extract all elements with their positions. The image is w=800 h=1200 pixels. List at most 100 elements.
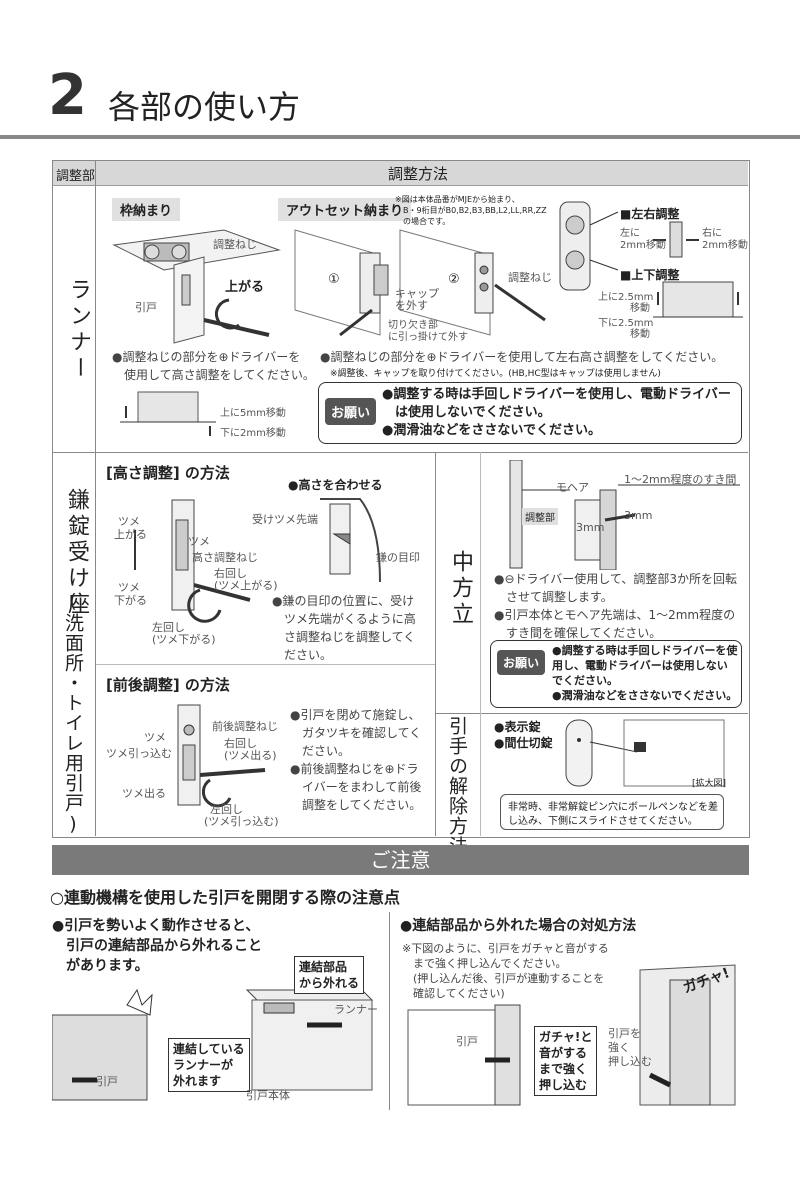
- lbl-door-caution: 引戸: [96, 1075, 118, 1088]
- release-inst-1: 非常時、非常解錠ピン穴にボールペンなどを差: [508, 802, 718, 813]
- box-linked: 連結している ランナーが 外れます: [168, 1038, 250, 1092]
- post-onegai-4: ●潤滑油などをささないでください。: [552, 689, 738, 702]
- lbl-right-2: 2mm移動: [702, 240, 748, 251]
- box-linked-3: 外れます: [173, 1074, 222, 1088]
- lbl-push-3: 押し込む: [608, 1055, 652, 1068]
- lbl-door2: 引戸: [456, 1035, 478, 1048]
- fb-inst-6: 調整をしてください。: [302, 798, 422, 812]
- lbl-down25-2: 移動: [630, 329, 650, 340]
- fb-inst-4: ●前後調整ねじを⊕ドラ: [290, 762, 419, 776]
- lbl-right-1: 右に: [702, 228, 722, 239]
- left-head-3: があります。: [52, 958, 149, 974]
- height-inst-2: ツメ先端がくるように高: [284, 612, 416, 626]
- inst-frame-2: 使用して高さ調整をしてください。: [124, 368, 315, 382]
- caution-bar: ご注意: [52, 845, 749, 875]
- frame-runner-illustration: [112, 229, 281, 344]
- box-push-2: 音がする: [539, 1046, 588, 1060]
- lbl-up: 上がる: [225, 280, 265, 295]
- box-detached-1: 連結部品: [299, 960, 348, 974]
- lbl-left-in-1: 左回し: [210, 803, 243, 816]
- post-onegai-3: でください。: [552, 674, 618, 687]
- circle-2: ②: [448, 272, 460, 287]
- lbl-right-rot-1: 右回し: [214, 567, 247, 580]
- right-head: ●連結部品から外れた場合の対処方法: [400, 918, 637, 934]
- runner-note-2: B・9桁目がB0,B2,B3,BB,L2,LL,RR,ZZ: [403, 206, 547, 215]
- col-divider-3: [480, 452, 481, 836]
- runner-onegai-tag: お願い: [325, 398, 377, 425]
- caution-heading: ○連動機構を使用した引戸を開閉する際の注意点: [50, 888, 400, 907]
- lbl-notch-2: に引っ掛けて外す: [388, 332, 468, 343]
- post-inst-1: ●⊖ドライバー使用して、調整部3か所を回転: [494, 572, 737, 586]
- lbl-down2: 下に2mm移動: [220, 428, 286, 439]
- release-illustration: [565, 719, 725, 787]
- header-rule: [0, 135, 800, 139]
- box-push: ガチャ!と 音がする まで強く 押し込む: [534, 1026, 598, 1096]
- strike-label-main: 鎌錠受け座: [64, 488, 89, 618]
- col-divider-2: [435, 452, 436, 836]
- strike-match-illustration: [320, 498, 381, 583]
- post-inst-4: すき間を確保してください。: [506, 626, 662, 640]
- lbl-up25-1: 上に2.5mm: [598, 292, 654, 303]
- lbl-3mm-b: 3mm: [576, 521, 605, 534]
- right-note-2: まで強く押し込んでください。: [402, 957, 567, 970]
- height-title: [高さ調整] の方法: [106, 464, 230, 482]
- lbl-push-1: 引戸を: [608, 1027, 641, 1040]
- runner-onegai-2: は使用しないでください。: [382, 405, 551, 420]
- runner-note-1: ※図は本体品番がMJEから始まり、: [395, 195, 520, 204]
- runner-onegai-1: ●調整する時は手回しドライバーを使用し、電動ドライバー: [382, 387, 731, 402]
- left-head-2: 引戸の連結部品から外れること: [52, 938, 262, 954]
- lbl-part: 調整部: [522, 508, 558, 525]
- post-onegai-tag: お願い: [497, 650, 546, 675]
- lbl-tsume-up-1: ツメ: [118, 515, 140, 528]
- lbl-3mm-a: 3mm: [624, 509, 653, 522]
- inst-frame-1: ●調整ねじの部分を⊕ドライバーを: [112, 350, 301, 364]
- lbl-tsume-in: ツメ引っ込む: [106, 747, 172, 760]
- lbl-gap: 1〜2mm程度のすき間: [624, 473, 737, 486]
- release-inst-box: [500, 794, 724, 830]
- outset-runner-illustration: [294, 229, 546, 337]
- left-head-1: ●引戸を勢いよく動作させると、: [52, 918, 260, 934]
- circle-1: ①: [328, 272, 340, 287]
- box-push-3: まで強く: [539, 1062, 588, 1076]
- lbl-tsume: ツメ: [188, 535, 210, 548]
- right-note-4: 確認してください): [402, 987, 505, 1000]
- lbl-adjust-screw-2: 調整ねじ: [508, 271, 552, 284]
- fb-inst-5: イバーをまわして前後: [302, 780, 422, 794]
- tag-frame: 枠納まり: [112, 198, 181, 221]
- lbl-lock1: ●表示錠: [494, 720, 541, 734]
- lbl-zoom: [拡大図]: [692, 779, 727, 789]
- right-note-3: (押し込んだ後、引戸が連動することを: [402, 972, 605, 985]
- lbl-right-out-2: (ツメ出る): [224, 749, 277, 762]
- lbl-adjust-screw: 調整ねじ: [213, 238, 257, 251]
- post-illustration: [509, 460, 740, 570]
- lbl-tip: 受けツメ先端: [252, 513, 318, 526]
- chapter-number: 2: [48, 63, 87, 128]
- runner-onegai-box: [318, 382, 742, 444]
- row-divider-2: [96, 664, 435, 665]
- col-method-header: 調整方法: [388, 165, 449, 183]
- lr-adjust: ■左右調整: [620, 207, 680, 221]
- lbl-cap-remove-1: キャップ: [395, 287, 439, 300]
- lbl-mohea: モヘア: [556, 481, 589, 494]
- lbl-left-rot-2: (ツメ下がる): [152, 633, 216, 646]
- lbl-tsume-down-1: ツメ: [118, 581, 140, 594]
- lbl-up5: 上に5mm移動: [220, 408, 286, 419]
- box-linked-2: ランナーが: [173, 1058, 234, 1072]
- caution-divider: [389, 912, 390, 1110]
- lbl-left-1: 左に: [620, 228, 640, 239]
- post-onegai-2: 用し、電動ドライバーは使用しない: [552, 659, 728, 672]
- box-push-4: 押し込む: [539, 1078, 588, 1092]
- fb-inst-3: ださい。: [302, 744, 351, 758]
- height-inst-1: ●鎌の目印の位置に、受け: [272, 594, 415, 608]
- right-note-1: ※下図のように、引戸をガチャと音がする: [402, 942, 609, 955]
- box-detached-2: から外れる: [299, 976, 360, 990]
- post-inst-3: ●引戸本体とモヘア先端は、1〜2mm程度の: [494, 608, 736, 622]
- box-linked-1: 連結している: [173, 1042, 245, 1056]
- release-inst-2: し込み、下側にスライドさせてください。: [508, 816, 698, 827]
- caution-left-illustration: [52, 988, 374, 1101]
- row-divider-3: [436, 713, 748, 714]
- lbl-push-2: 強く: [608, 1041, 630, 1054]
- lbl-left-2: 2mm移動: [620, 240, 666, 251]
- chapter-title: 各部の使い方: [108, 88, 301, 126]
- post-inst-2: させて調整します。: [506, 590, 613, 604]
